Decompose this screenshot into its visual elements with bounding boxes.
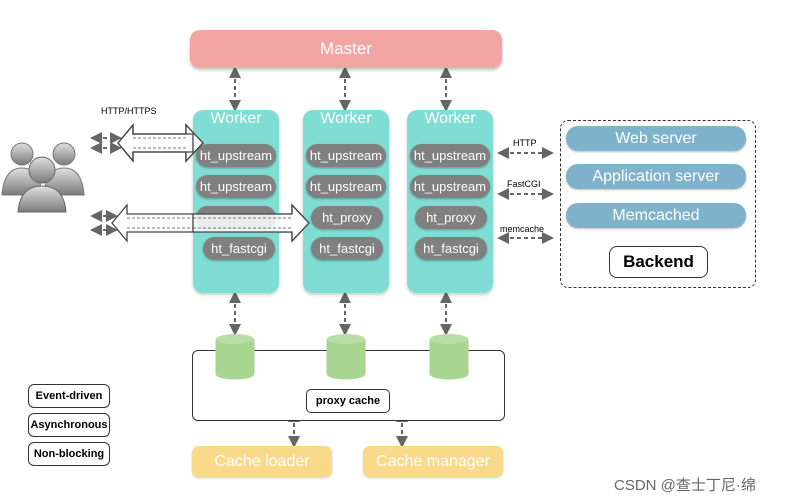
users-icon	[1, 142, 85, 213]
property-asynchronous: Asynchronous	[28, 413, 110, 437]
module-ht-upstream: ht_upstream	[196, 144, 276, 167]
backend-application-server: Application server	[566, 164, 746, 189]
protocol-label-memcache: memcache	[500, 224, 545, 234]
protocol-label-http: HTTP	[513, 138, 537, 148]
module-ht-proxy: ht_proxy	[415, 206, 487, 229]
client-request-arrow-upper	[117, 123, 204, 163]
cache-loader: Cache loader	[192, 446, 332, 477]
worker-title: Worker	[210, 110, 262, 127]
backend-label: Backend	[609, 246, 708, 278]
cache-manager: Cache manager	[363, 446, 503, 477]
master-process: Master	[190, 30, 502, 68]
module-ht-proxy	[196, 206, 276, 229]
protocol-label-client: HTTP/HTTPS	[101, 106, 157, 116]
backend-group	[560, 120, 756, 288]
worker-2: Worker ht_upstream ht_upstream ht_proxy …	[303, 110, 389, 293]
module-ht-upstream: ht_upstream	[306, 144, 386, 167]
module-ht-upstream: ht_upstream	[410, 175, 490, 198]
module-ht-upstream: ht_upstream	[306, 175, 386, 198]
worker-1: Worker ht_upstream ht_upstream ht_fastcg…	[193, 110, 279, 293]
property-event-driven: Event-driven	[28, 384, 110, 408]
module-ht-proxy: ht_proxy	[311, 206, 383, 229]
backend-web-server: Web server	[566, 126, 746, 151]
module-ht-fastcgi: ht_fastcgi	[415, 237, 487, 260]
worker-title: Worker	[320, 110, 372, 127]
module-ht-fastcgi: ht_fastcgi	[203, 237, 275, 260]
watermark-text: CSDN @查士丁尼·绵	[614, 477, 756, 494]
worker-3: Worker ht_upstream ht_upstream ht_proxy …	[407, 110, 493, 293]
proxy-cache-label: proxy cache	[306, 389, 390, 413]
module-ht-upstream: ht_upstream	[410, 144, 490, 167]
property-non-blocking: Non-blocking	[28, 442, 110, 466]
master-label: Master	[320, 39, 372, 58]
module-ht-upstream: ht_upstream	[196, 175, 276, 198]
module-ht-fastcgi: ht_fastcgi	[311, 237, 383, 260]
protocol-label-fastcgi: FastCGI	[507, 179, 541, 189]
backend-memcached: Memcached	[566, 203, 746, 228]
worker-title: Worker	[424, 110, 476, 127]
